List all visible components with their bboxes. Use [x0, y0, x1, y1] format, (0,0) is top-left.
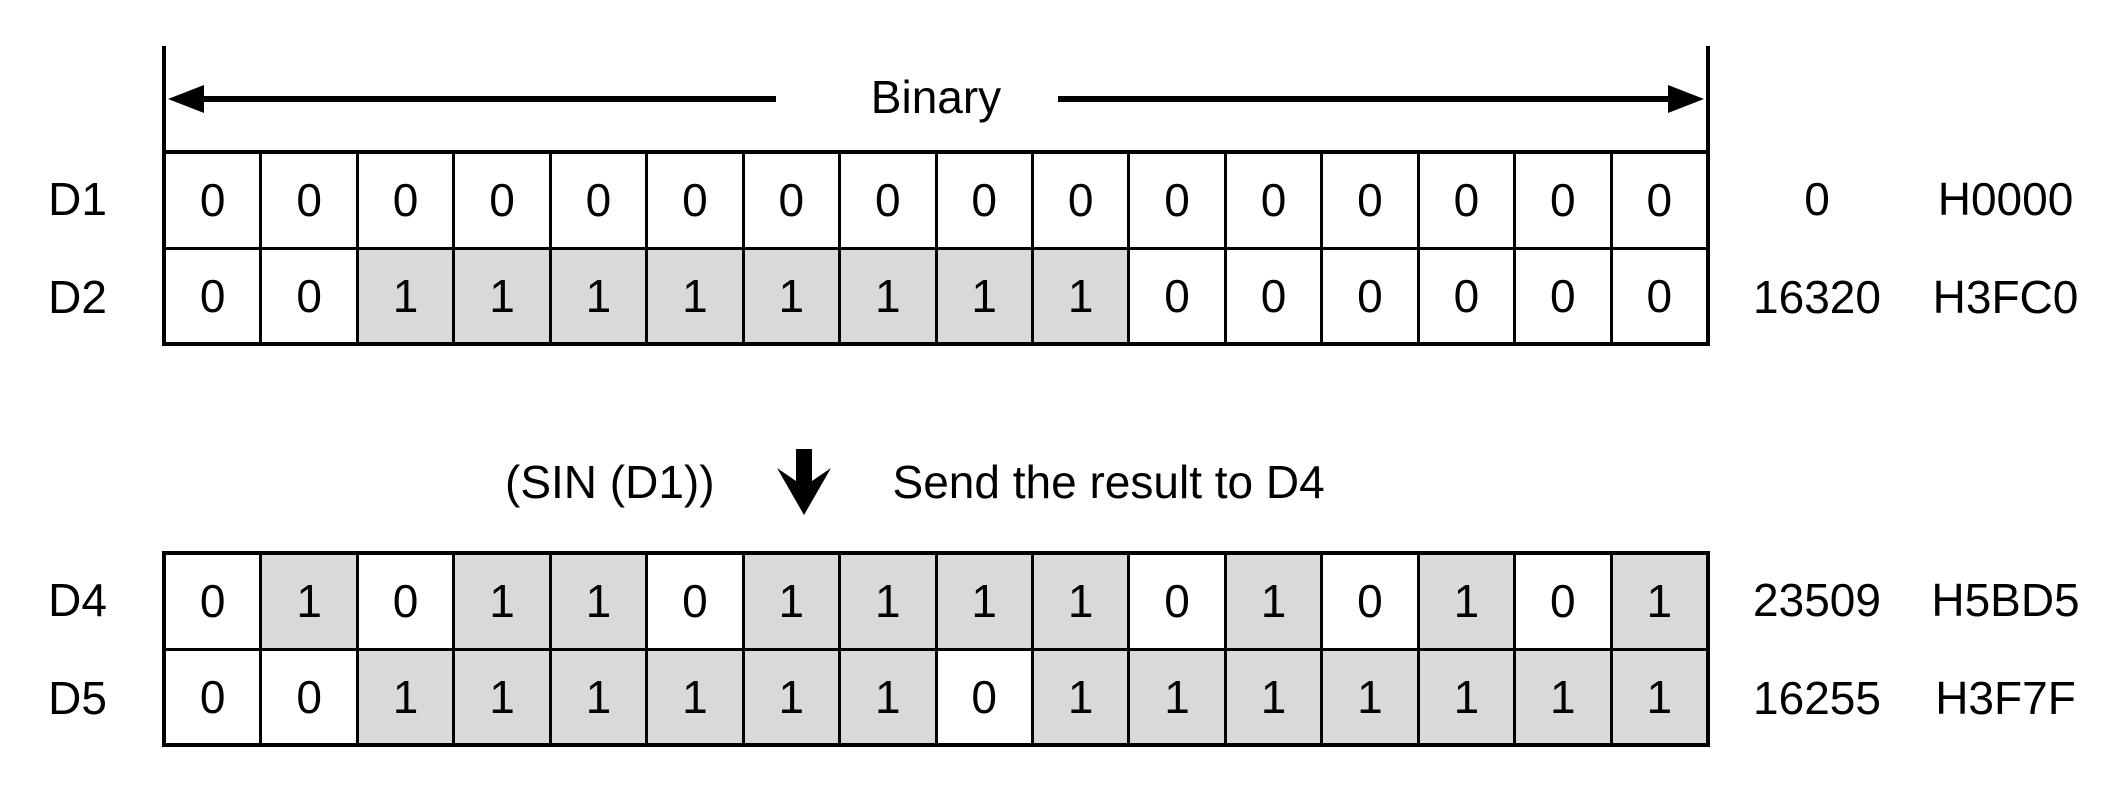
- bit-cell: 1: [452, 555, 549, 648]
- bit-cell: 0: [645, 154, 742, 247]
- operation-expression: (SIN (D1)): [505, 456, 715, 508]
- down-arrow-icon: [776, 449, 831, 515]
- binary-range-arrows: [162, 46, 1710, 150]
- bit-cell: 1: [1609, 650, 1706, 743]
- left-arrow-icon: [168, 85, 776, 113]
- bit-cell: 0: [1513, 249, 1610, 342]
- bit-cell: 1: [1223, 555, 1321, 648]
- bit-cell: 1: [934, 555, 1031, 648]
- decimal-value: 16255: [1753, 672, 1881, 724]
- bit-cell: 1: [645, 249, 742, 342]
- bit-cell: 1: [741, 249, 839, 342]
- bit-cell: 0: [741, 154, 839, 247]
- bit-cell: 0: [1609, 249, 1706, 342]
- bit-cell: 0: [934, 650, 1031, 743]
- decimal-value: 16320: [1753, 271, 1881, 323]
- hex-value: H0000: [1937, 173, 2074, 225]
- bit-cell: 1: [838, 555, 935, 648]
- bit-cell: 0: [166, 555, 260, 648]
- bit-cell: 0: [166, 650, 260, 743]
- bit-cell: 0: [1513, 555, 1610, 648]
- bit-cell: 1: [741, 650, 839, 743]
- bit-cell: 1: [838, 650, 935, 743]
- bit-cell: 1: [259, 555, 356, 648]
- binary-range-label: Binary: [870, 71, 1002, 123]
- decimal-value: 0: [1804, 173, 1830, 225]
- bit-cell: 1: [452, 249, 549, 342]
- bit-cell: 1: [1416, 650, 1514, 743]
- bit-cell: 1: [838, 249, 935, 342]
- bit-cell: 0: [1513, 154, 1610, 247]
- hex-value: H5BD5: [1931, 574, 2080, 626]
- register-label: D1: [48, 173, 107, 225]
- hex-value: H3F7F: [1935, 672, 2076, 724]
- bit-cell: 1: [645, 650, 742, 743]
- operation-description: Send the result to D4: [892, 456, 1325, 508]
- bit-cell: 0: [645, 555, 742, 648]
- register-label: D4: [48, 574, 107, 626]
- bit-cell: 1: [548, 249, 646, 342]
- bit-cell: 1: [1609, 555, 1706, 648]
- bit-cell: 0: [259, 249, 356, 342]
- bit-cell: 1: [934, 249, 1031, 342]
- bit-cell: 0: [166, 249, 260, 342]
- bit-cell: 0: [1320, 154, 1417, 247]
- bit-cell: 0: [548, 154, 646, 247]
- bit-cell: 0: [934, 154, 1031, 247]
- bit-cell: 0: [1030, 154, 1128, 247]
- bit-cell: 1: [1030, 650, 1128, 743]
- bit-cell: 0: [1223, 154, 1321, 247]
- bit-cell: 0: [166, 154, 260, 247]
- bit-cell: 0: [1127, 154, 1224, 247]
- bit-cell: 1: [1320, 650, 1417, 743]
- bit-cell: 0: [838, 154, 935, 247]
- bit-cell: 1: [741, 555, 839, 648]
- bit-cell: 0: [1416, 249, 1514, 342]
- bit-cell: 1: [355, 650, 453, 743]
- bit-cell: 0: [355, 154, 453, 247]
- bit-cell: 0: [1127, 555, 1224, 648]
- register-label: D5: [48, 672, 107, 724]
- bit-cell: 0: [1320, 555, 1417, 648]
- bit-cell: 0: [259, 154, 356, 247]
- bit-cell: 1: [1513, 650, 1610, 743]
- bit-cell: 0: [1609, 154, 1706, 247]
- bit-cell: 0: [452, 154, 549, 247]
- decimal-value: 23509: [1753, 574, 1881, 626]
- hex-value: H3FC0: [1932, 271, 2079, 323]
- bit-cell: 1: [1223, 650, 1321, 743]
- bit-cell: 1: [548, 555, 646, 648]
- operation-annotation: (SIN (D1)) Send the result to D4: [505, 446, 1325, 518]
- bit-cell: 1: [1416, 555, 1514, 648]
- bit-cell: 1: [452, 650, 549, 743]
- bit-cell: 0: [1127, 249, 1224, 342]
- right-arrow-icon: [1058, 85, 1704, 113]
- bit-cell: 0: [1416, 154, 1514, 247]
- bit-cell: 0: [355, 555, 453, 648]
- bit-cell: 1: [355, 249, 453, 342]
- bit-cell: 0: [1223, 249, 1321, 342]
- bit-cell: 0: [1320, 249, 1417, 342]
- bit-cell: 1: [1030, 555, 1128, 648]
- bit-cell: 1: [548, 650, 646, 743]
- bit-cell: 1: [1030, 249, 1128, 342]
- bit-cell: 1: [1127, 650, 1224, 743]
- bit-cell: 0: [259, 650, 356, 743]
- register-label: D2: [48, 271, 107, 323]
